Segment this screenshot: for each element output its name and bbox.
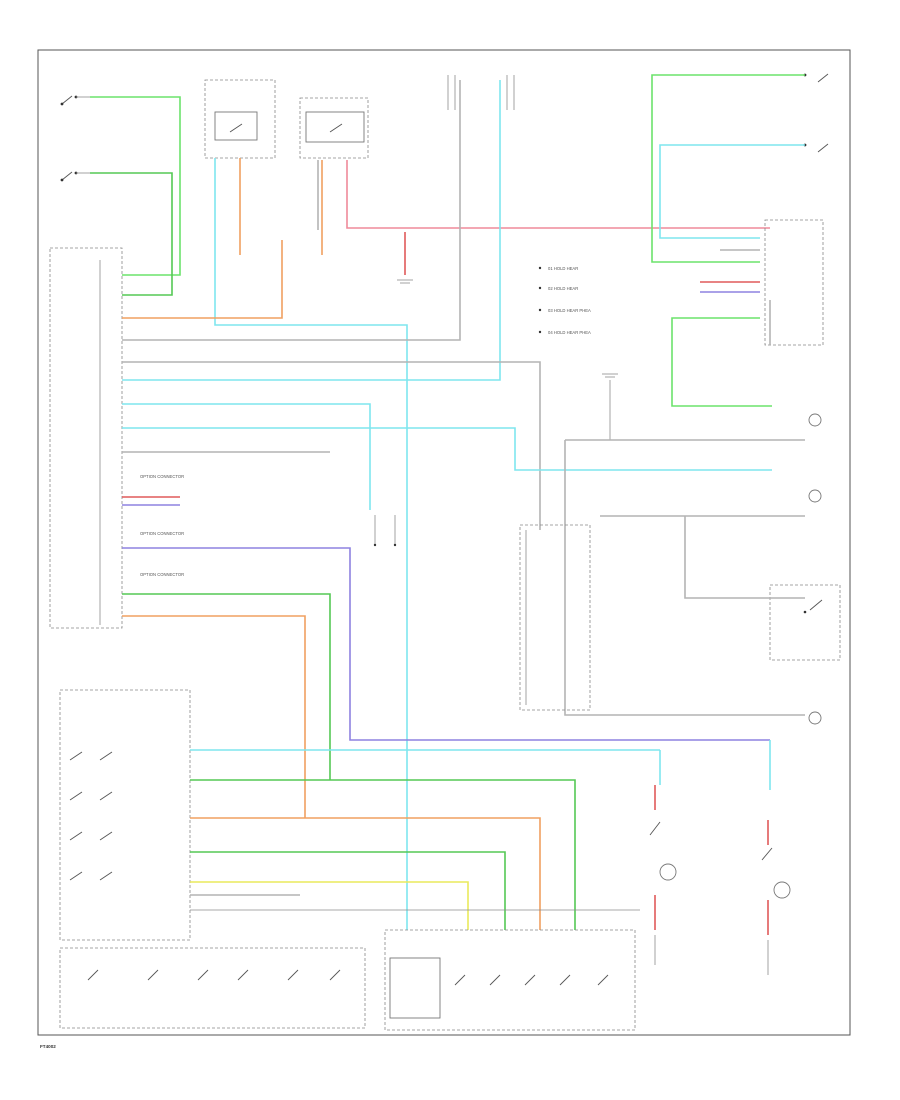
passenger-door-switch <box>60 171 90 182</box>
lamp-icon-2 <box>808 489 822 503</box>
lamp-icon-1 <box>808 413 822 427</box>
lamp-icon-right <box>773 881 791 899</box>
option-connector-label-3: OPTION CONNECTOR <box>140 572 184 577</box>
lamp-icon-3 <box>808 711 822 725</box>
wire-lt-blu-bcm-2 <box>122 427 772 471</box>
wire-grn-2 <box>90 172 173 296</box>
courtesy-switch-4 <box>69 871 113 881</box>
right-door-switch <box>803 73 829 83</box>
diagram-frame <box>37 49 851 1036</box>
courtesy-switch-3 <box>69 831 113 841</box>
wire-lt-grn-right <box>651 74 805 263</box>
rear-door-switch <box>803 143 829 153</box>
center-module <box>519 524 591 711</box>
legend-item-4: 04 HOLD HEAR PHEA <box>548 330 591 335</box>
lamp-switch-right <box>761 847 773 861</box>
control-box-right <box>384 929 636 1031</box>
control-box-left-switches <box>87 969 341 981</box>
wire-lt-grn-right-2 <box>671 317 772 407</box>
wire-violet-main <box>122 547 770 741</box>
lamp-switch-left <box>649 821 661 836</box>
wire-lt-blu-right <box>659 144 805 239</box>
left-door-switch <box>60 95 90 106</box>
option-connector-label-1: OPTION CONNECTOR <box>140 474 184 479</box>
wire-gy-right-5 <box>564 440 805 716</box>
wire-grn-lower <box>122 593 331 780</box>
courtesy-switch-2 <box>69 791 113 801</box>
wire-gy-trunk <box>684 516 805 599</box>
ground-symbol-1 <box>397 279 413 284</box>
center-relay <box>373 515 397 547</box>
wire-org-bcm <box>122 240 283 319</box>
relay-1 <box>214 111 258 141</box>
body-control-module <box>49 247 123 629</box>
right-junction-box <box>764 219 824 346</box>
room-lamp-box <box>59 689 191 941</box>
option-connector-label-2: OPTION CONNECTOR <box>140 531 184 536</box>
control-box-left <box>59 947 366 1029</box>
wire-lt-blu-fuse <box>122 80 501 381</box>
legend-item-1: 01 HOLD HEAR <box>548 266 578 271</box>
control-box-right-module <box>389 957 441 1019</box>
wire-lt-grn-1 <box>90 96 181 276</box>
relay-box-2 <box>299 97 369 159</box>
wire-gy-fuse-1 <box>122 80 461 341</box>
wire-grn-lower-2 <box>190 779 576 930</box>
diagram-code: FT4002 <box>40 1044 56 1049</box>
wire-grn-lower-3 <box>190 851 506 930</box>
trunk-switch <box>803 599 823 614</box>
wire-lt-blu-relay <box>214 158 408 930</box>
ground-symbol-2 <box>602 373 618 440</box>
wire-lt-blu-bcm-1 <box>122 403 371 510</box>
right-lower-switch-box <box>769 584 841 661</box>
control-box-right-switches <box>454 974 609 986</box>
wire-gy-bcm-1 <box>122 361 541 530</box>
relay-2 <box>305 111 365 143</box>
lamp-icon-left <box>659 863 677 881</box>
legend: 01 HOLD HEAR 02 HOLD HEAR 03 HOLD HEAR P… <box>538 266 591 335</box>
wire-y-lower <box>190 881 469 930</box>
legend-item-2: 02 HOLD HEAR <box>548 286 578 291</box>
courtesy-switch-1 <box>69 751 113 761</box>
relay-box-1 <box>204 79 276 159</box>
legend-item-3: 03 HOLD HEAR PHEA <box>548 308 591 313</box>
wire-org-lower <box>122 615 306 818</box>
wire-org-lower-2 <box>190 817 541 930</box>
wire-pk-top <box>346 160 770 229</box>
